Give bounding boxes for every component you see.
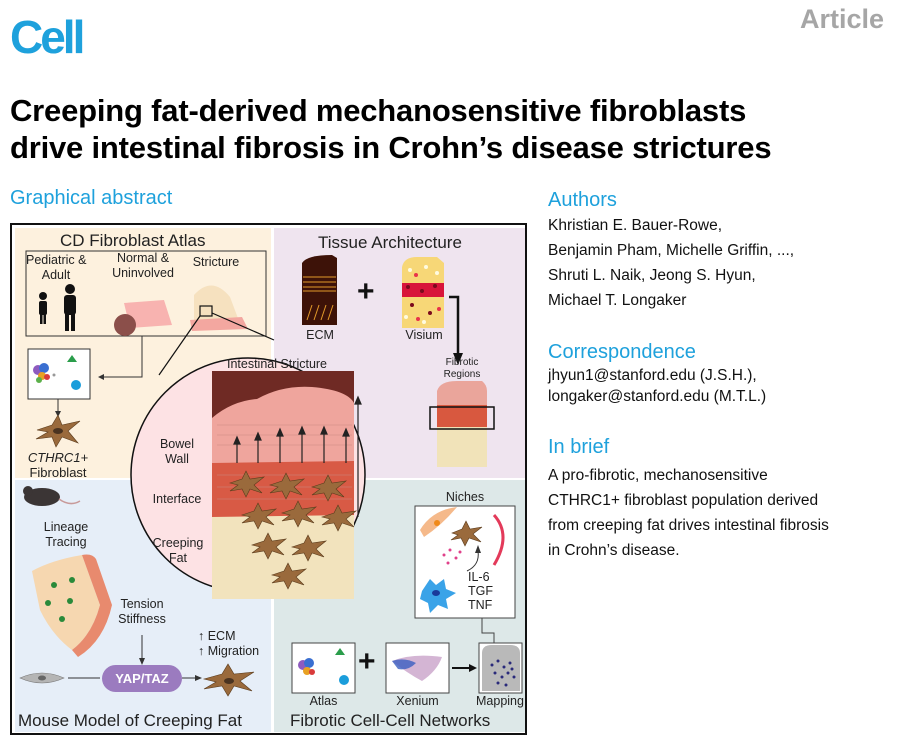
niches-label: Niches <box>445 490 485 504</box>
tissue-title: Tissue Architecture <box>318 233 462 252</box>
graphical-abstract-heading: Graphical abstract <box>10 187 173 209</box>
email-link[interactable]: jhyun1@stanford.edu (J.S.H.), <box>548 367 757 384</box>
yap-taz-label: YAP/TAZ <box>115 671 169 686</box>
group-pediatric-adult: Pediatric &Adult <box>26 253 87 282</box>
authors-heading: Authors <box>548 189 617 211</box>
fibroblast-cells-icon <box>228 470 358 590</box>
journal-logo[interactable]: Cell <box>10 11 85 63</box>
ecm-label: ECM <box>306 328 334 342</box>
cytokines-label: IL-6 TGF TNF <box>468 570 493 612</box>
network-plus-sign: + <box>358 645 376 678</box>
visium-spot-image <box>402 257 444 328</box>
mouse-model-title: Mouse Model of Creeping Fat <box>18 711 242 730</box>
in-brief-text: A pro-fibrotic, mechanosensitive CTHRC1+… <box>548 467 829 559</box>
correspondence-heading: Correspondence <box>548 341 696 363</box>
atlas-groups-box <box>25 250 267 337</box>
visium-label: Visium <box>405 328 443 342</box>
tissue-arrow <box>449 295 460 357</box>
xenium-label: Xenium <box>396 694 439 708</box>
paper-title: Creeping fat-derived mechanosensitive fi… <box>10 92 772 166</box>
yap-taz-pill <box>102 665 182 692</box>
title-line-2: drive intestinal fibrosis in Crohn’s dis… <box>10 130 772 165</box>
atlas-title: CD Fibroblast Atlas <box>60 231 206 250</box>
atlas-label: Atlas <box>309 694 338 708</box>
article-type-label: Article <box>799 4 884 34</box>
email-link[interactable]: longaker@stanford.edu (M.T.L.) <box>548 388 767 405</box>
authors-list: Khristian E. Bauer-Rowe, Benjamin Pham, … <box>548 213 794 313</box>
lineage-tracing-tissue-icon <box>32 554 112 657</box>
figure-illustrations <box>19 250 523 697</box>
stricture-cross-section <box>212 371 362 599</box>
group-stricture: Stricture <box>192 255 240 269</box>
niche-cells-icon <box>420 507 505 613</box>
author-line[interactable]: Michael T. Longaker <box>548 292 687 309</box>
force-arrows-icon <box>233 395 362 517</box>
resting-fibroblast-icon <box>19 672 65 684</box>
cthrc1-fibroblast-label: CTHRC1+ Fibroblast <box>27 450 89 480</box>
activated-fibroblast-icon <box>202 663 255 697</box>
group-normal-uninvolved: Normal &Uninvolved <box>112 251 174 280</box>
mouse-icon <box>23 486 81 506</box>
graphical-abstract-figure: CD Fibroblast Atlas Pediatric &Adult Nor… <box>10 223 527 735</box>
umap-clusters-icon <box>33 355 81 390</box>
network-title: Fibrotic Cell-Cell Networks <box>290 711 491 730</box>
interface-label: Interface <box>152 492 202 506</box>
title-line-1: Creeping fat-derived mechanosensitive fi… <box>10 93 747 128</box>
fibroblast-cell-icon <box>35 414 81 448</box>
intestinal-stricture-title: Intestinal Stricture <box>226 357 328 371</box>
correspondence-list: jhyun1@stanford.edu (J.S.H.), longaker@s… <box>548 365 766 407</box>
normal-intestine-icon <box>114 300 172 336</box>
plus-sign: + <box>357 275 375 308</box>
fibrotic-regions-image <box>429 381 495 467</box>
ecm-migration-label: ↑ ECM↑ Migration <box>198 629 260 658</box>
mapping-label: Mapping <box>476 694 524 708</box>
stricture-intestine-icon <box>190 285 248 331</box>
author-line[interactable]: Khristian E. Bauer-Rowe, <box>548 217 723 234</box>
atlas-arrow <box>103 336 143 378</box>
in-brief-heading: In brief <box>548 436 610 458</box>
author-line[interactable]: Shruti L. Naik, Jeong S. Hyun, <box>548 267 756 284</box>
human-silhouette-icon <box>39 284 76 331</box>
ecm-image <box>302 255 337 325</box>
author-line[interactable]: Benjamin Pham, Michelle Griffin, ..., <box>548 242 795 259</box>
